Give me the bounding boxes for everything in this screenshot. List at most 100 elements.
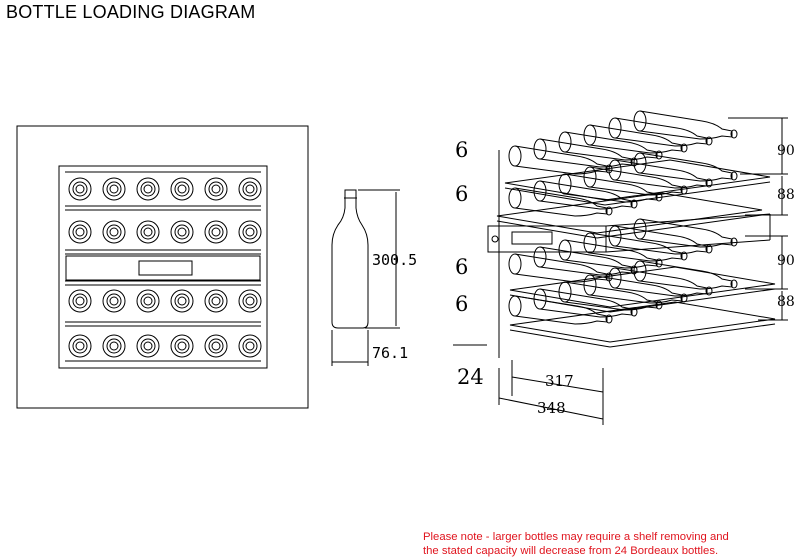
shelf-tray-edge [504,187,606,206]
front-bottle-end [211,296,221,306]
shelf-bottle-neck [705,136,713,146]
front-bottle-end [174,181,190,197]
shelf-bottle-base [583,232,597,254]
front-bottle-end [68,177,92,201]
shelf-bottle-neck [655,150,663,160]
shelf-height-2: 88 [777,187,795,203]
front-bottle-end [75,341,85,351]
front-bottle-ends [68,177,262,358]
control-panel [65,255,261,281]
front-bottle-end [109,227,119,237]
front-bottle-end [204,334,228,358]
shelf-bottle-neck [680,143,688,153]
shelf-bottle-neck [605,206,613,216]
front-bottle-end [102,177,126,201]
front-bottle-end [208,338,224,354]
shelf-bottle-neck [705,244,713,254]
shelf-bottle-base [508,295,522,317]
front-bottle-end [242,293,258,309]
front-bottle-end [136,334,160,358]
shelf-bottle-base [533,180,547,202]
shelf-bottle-base [508,187,522,209]
front-bottle-end [170,220,194,244]
front-bottle-end [211,227,221,237]
shelf-tray [509,301,776,343]
shelf-count-column: 6 6 6 6 24 [453,138,487,389]
front-bottle-end [102,334,126,358]
front-bottle-end [72,224,88,240]
front-bottle-end [143,184,153,194]
front-bottle-end [102,220,126,244]
front-bottle-end [140,293,156,309]
front-bottle-end [140,224,156,240]
front-bottle-end [245,341,255,351]
front-bottle-end [109,341,119,351]
shelf-bottle-base [533,246,547,268]
shelf-tray-edge [604,181,771,206]
front-bottle-end [204,177,228,201]
shelf-tray-edge [509,329,611,348]
shelf-bottle-base [633,218,647,240]
front-bottle-end [106,338,122,354]
front-bottle-end [208,181,224,197]
front-bottle-end [75,296,85,306]
bottle-profile [331,189,400,366]
shelf-height-4: 88 [777,294,795,310]
shelf-bottle-neck [730,129,738,139]
front-bottle-end [75,184,85,194]
shelf-bottle-base [558,131,572,153]
shelf-bottle-base [608,267,622,289]
shelf-bottle [539,180,633,210]
front-bottle-end [238,177,262,201]
display-window [138,260,193,276]
shelf-height-1: 90 [777,143,795,159]
front-bottle-end [238,220,262,244]
front-bottle-end [136,220,160,244]
shelf-bottle [614,267,708,297]
front-bottle-end [136,177,160,201]
depth-inner-label: 317 [545,372,574,390]
shelf-tray [509,266,776,308]
front-bottle-end [174,224,190,240]
shelf-bottle [614,225,708,255]
front-bottle-end [177,227,187,237]
front-bottle-end [140,181,156,197]
shelf-count-4: 6 [455,292,468,316]
shelf-bottle-neck [605,314,613,324]
depth-outer-label: 348 [537,399,566,417]
front-bottle-end [72,338,88,354]
shelf-bottle-neck [655,258,663,268]
front-bottle-end [242,224,258,240]
shelf-bottle-base [533,138,547,160]
shelf-bottle [589,166,683,196]
shelf-tray-edge [496,220,598,239]
shelf-bottle [614,159,708,189]
front-bottle-end [204,289,228,313]
shelf-bottle [539,246,633,276]
shelf-bottle-neck [705,286,713,296]
shelf-bottle-base [633,110,647,132]
shelf-bottle-neck [730,171,738,181]
total-count: 24 [457,365,484,389]
shelf-tray [504,159,771,201]
front-view [16,125,309,409]
capacity-note: Please note - larger bottles may require… [423,531,729,557]
front-bottle-end [245,184,255,194]
shelf-bottle [639,110,733,140]
shelf-bottle-neck [730,279,738,289]
bottle-outline [331,189,369,329]
front-bottle-end [177,296,187,306]
front-bottle-end [106,224,122,240]
cabinet-outer-frame [16,125,309,409]
front-bottle-end [211,184,221,194]
shelf-count-2: 6 [455,182,468,206]
cabinet-inner-frame [58,165,268,369]
front-bottle-end [143,341,153,351]
shelf-bottle [564,239,658,269]
shelf-bottle [564,131,658,161]
shelf-bottle-base [508,145,522,167]
front-bottle-end [106,293,122,309]
front-bottle-end [238,289,262,313]
shelf-height-3: 90 [777,253,795,269]
